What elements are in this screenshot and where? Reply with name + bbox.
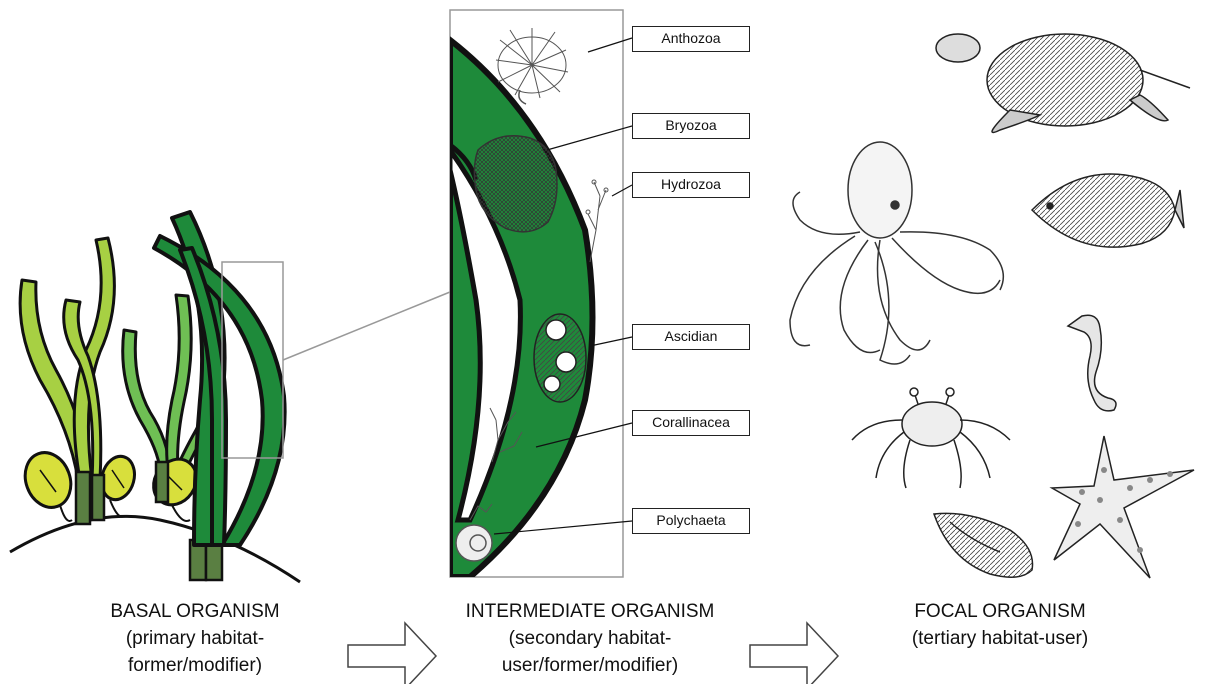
sediment-mound: [10, 516, 300, 582]
arrow-right-icon: [750, 623, 838, 684]
sea-snail-icon: [934, 513, 1033, 577]
intermediate-title: INTERMEDIATE ORGANISM: [440, 598, 740, 625]
seagrass-blade-detail: [450, 10, 632, 577]
taxon-label-hydrozoa: Hydrozoa: [632, 172, 750, 198]
basal-subtitle-2: former/modifier): [75, 652, 315, 679]
butterflyfish-icon: [1032, 174, 1184, 247]
zoom-connector: [283, 292, 450, 360]
intermediate-organism-caption: INTERMEDIATE ORGANISM (secondary habitat…: [440, 598, 740, 679]
crab-icon: [852, 388, 1010, 488]
light-seagrass-plant: [20, 238, 114, 480]
seagrass-illustration: [10, 212, 300, 582]
octopus-icon: [790, 142, 1003, 364]
ascidian-icon: [534, 314, 586, 402]
sea-turtle-icon: [936, 34, 1190, 133]
taxon-label-bryozoa: Bryozoa: [632, 113, 750, 139]
starfish-icon: [1052, 436, 1194, 578]
focal-subtitle: (tertiary habitat-user): [870, 625, 1130, 652]
taxon-label-polychaeta: Polychaeta: [632, 508, 750, 534]
focal-title: FOCAL ORGANISM: [870, 598, 1130, 625]
intermediate-subtitle-1: (secondary habitat-: [440, 625, 740, 652]
taxon-label-ascidian: Ascidian: [632, 324, 750, 350]
basal-title: BASAL ORGANISM: [75, 598, 315, 625]
basal-organism-caption: BASAL ORGANISM (primary habitat- former/…: [75, 598, 315, 679]
intermediate-subtitle-2: user/former/modifier): [440, 652, 740, 679]
seahorse-icon: [1068, 315, 1116, 411]
focal-organism-caption: FOCAL ORGANISM (tertiary habitat-user): [870, 598, 1130, 652]
arrow-right-icon: [348, 623, 436, 684]
taxon-label-corallinacea: Corallinacea: [632, 410, 750, 436]
taxon-label-anthozoa: Anthozoa: [632, 26, 750, 52]
basal-subtitle-1: (primary habitat-: [75, 625, 315, 652]
